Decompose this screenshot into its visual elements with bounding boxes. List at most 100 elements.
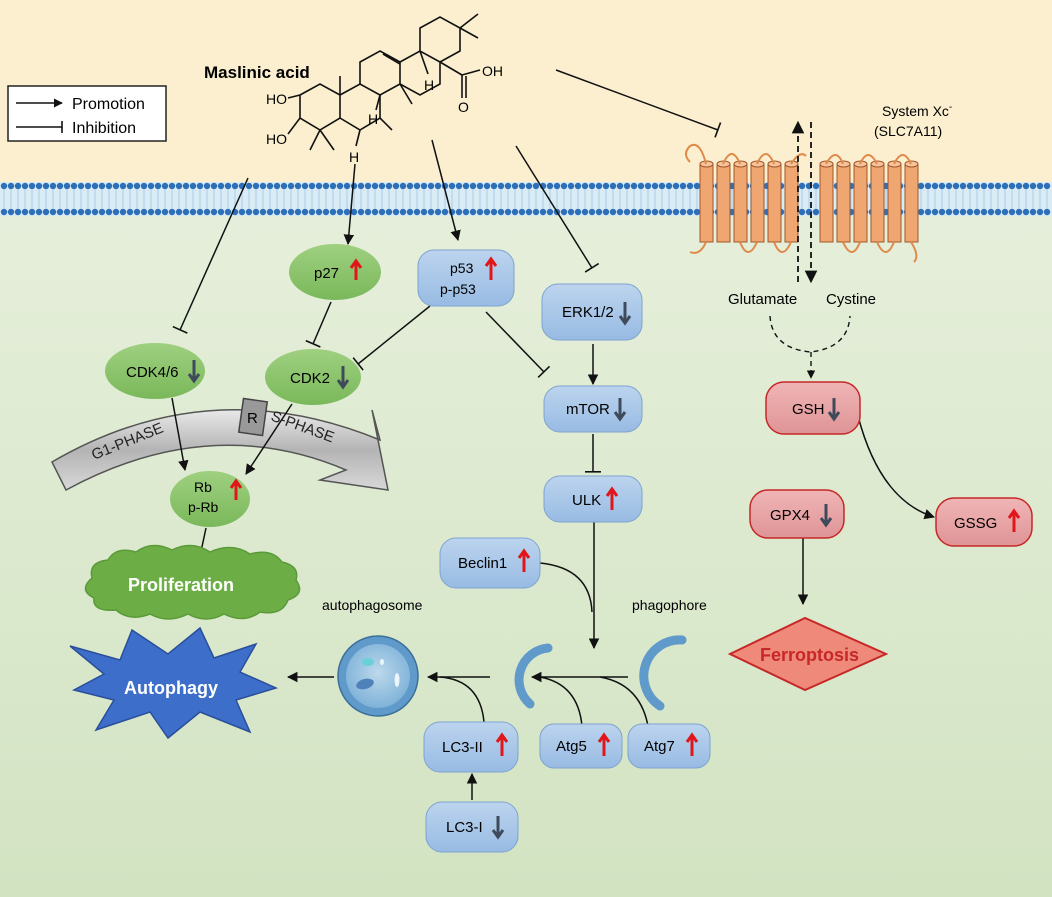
lipid-head	[203, 208, 211, 216]
cdk46-label: CDK4/6	[126, 364, 179, 381]
lipid-head	[938, 208, 946, 216]
transmembrane-helix	[784, 163, 799, 243]
lipid-head	[693, 182, 701, 190]
lipid-head	[238, 208, 246, 216]
lipid-head	[189, 208, 197, 216]
transmembrane-helix	[750, 163, 765, 243]
lipid-head	[595, 208, 603, 216]
glutamate-label: Glutamate	[728, 291, 797, 308]
lipid-head	[455, 208, 463, 216]
lipid-head	[133, 182, 141, 190]
p27-label: p27	[314, 265, 339, 282]
lipid-head	[518, 208, 526, 216]
lipid-head	[245, 208, 253, 216]
down-arrow-icon	[187, 360, 201, 384]
lipid-head	[917, 182, 925, 190]
lipid-head	[434, 208, 442, 216]
lipid-head	[378, 208, 386, 216]
lipid-head	[56, 182, 64, 190]
lipid-head	[189, 182, 197, 190]
lipid-head	[84, 182, 92, 190]
lipid-head	[322, 182, 330, 190]
up-arrow-icon	[1007, 508, 1021, 532]
lipid-head	[973, 182, 981, 190]
lipid-head	[959, 182, 967, 190]
lipid-head	[35, 208, 43, 216]
lipid-head	[413, 208, 421, 216]
lipid-head	[273, 208, 281, 216]
up-arrow-icon	[597, 732, 611, 756]
lipid-head	[511, 208, 519, 216]
lipid-head	[924, 182, 932, 190]
down-arrow-icon	[827, 398, 841, 422]
lipid-head	[259, 182, 267, 190]
lipid-head	[1008, 208, 1016, 216]
lipid-head	[392, 208, 400, 216]
lipid-head	[1015, 208, 1023, 216]
lipid-head	[490, 208, 498, 216]
lipid-head	[497, 208, 505, 216]
up-arrow-icon	[685, 732, 699, 756]
lipid-head	[574, 182, 582, 190]
lipid-head	[0, 182, 8, 190]
transmembrane-helix	[870, 163, 885, 243]
lipid-head	[609, 208, 617, 216]
lipid-head	[182, 208, 190, 216]
cell-cycle-arrow-icon	[51, 409, 389, 492]
lipid-head	[329, 182, 337, 190]
lipid-head	[686, 208, 694, 216]
lipid-head	[224, 182, 232, 190]
lipid-head	[952, 182, 960, 190]
up-arrow-icon	[605, 486, 619, 510]
lipid-head	[280, 208, 288, 216]
lipid-head	[161, 208, 169, 216]
gpx4-label: GPX4	[770, 507, 810, 524]
legend-promotion-label: Promotion	[72, 96, 145, 113]
lipid-head	[679, 182, 687, 190]
lipid-head	[287, 208, 295, 216]
lipid-head	[378, 182, 386, 190]
lipid-head	[987, 208, 995, 216]
lipid-head	[434, 182, 442, 190]
lipid-head	[658, 182, 666, 190]
lc3i-label: LC3-I	[446, 819, 483, 836]
lipid-head	[623, 182, 631, 190]
lipid-head	[105, 182, 113, 190]
node-atg7: Atg7	[627, 723, 711, 769]
lipid-head	[308, 208, 316, 216]
lipid-head	[336, 182, 344, 190]
lipid-head	[28, 182, 36, 190]
lipid-head	[994, 182, 1002, 190]
ferroptosis-outcome: Ferroptosis	[727, 616, 889, 692]
lipid-head	[420, 208, 428, 216]
node-lc3i: LC3-I	[425, 801, 519, 853]
lipid-head	[21, 182, 29, 190]
lipid-head	[49, 208, 57, 216]
lipid-head	[399, 182, 407, 190]
transporter-name: System Xc-	[882, 102, 952, 119]
lipid-head	[504, 182, 512, 190]
lipid-head	[469, 208, 477, 216]
lipid-head	[273, 182, 281, 190]
lipid-head	[504, 208, 512, 216]
lipid-head	[168, 208, 176, 216]
lipid-head	[490, 182, 498, 190]
transmembrane-helix	[733, 163, 748, 243]
lipid-head	[637, 182, 645, 190]
lipid-head	[672, 208, 680, 216]
lipid-head	[280, 182, 288, 190]
lipid-head	[266, 208, 274, 216]
lipid-head	[77, 208, 85, 216]
up-arrow-icon	[517, 548, 531, 572]
transmembrane-helix	[716, 163, 731, 243]
lipid-head	[588, 208, 596, 216]
extracellular-region	[0, 0, 1052, 190]
lipid-head	[1008, 182, 1016, 190]
lipid-head	[567, 208, 575, 216]
lipid-head	[483, 182, 491, 190]
phagophore-icon	[514, 643, 553, 709]
node-gssg: GSSG	[935, 497, 1033, 547]
cdk2-label: CDK2	[290, 370, 330, 387]
lipid-head	[7, 208, 15, 216]
transmembrane-helix	[699, 163, 714, 243]
